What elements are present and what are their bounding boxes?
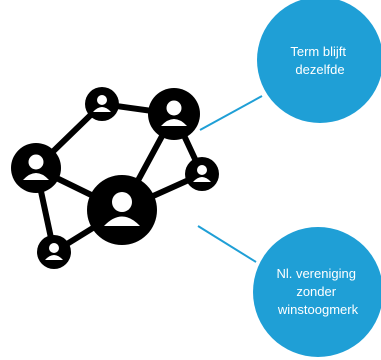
callout-connector-top	[199, 95, 263, 131]
callout-bubble-bottom: Nl. vereniging zonder winstoogmerk	[253, 227, 381, 357]
network-node-center	[87, 175, 157, 245]
callout-text-line: dezelfde	[295, 62, 344, 77]
callout-text-line: Nl. vereniging	[276, 266, 356, 281]
svg-text:Nl. vereniging zonder: Nl. vereniging zonder winstoogmerk	[276, 266, 359, 317]
callout-text-line: Term blijft	[290, 44, 346, 59]
callout-text-line: zonder	[296, 284, 336, 299]
network-node-top-right	[148, 88, 200, 140]
network-node-bottom-left	[37, 235, 71, 269]
callout-text-line: winstoogmerk	[277, 302, 359, 317]
network-node-left	[11, 143, 61, 193]
svg-text:Term blijft dezelfde: Term blijft dezelfde	[290, 44, 349, 77]
network-node-top	[85, 87, 119, 121]
callout-bubble-top: Term blijft dezelfde	[257, 0, 381, 123]
callout-connector-bottom	[197, 225, 257, 263]
people-network-icon	[11, 87, 219, 269]
network-node-right	[185, 157, 219, 191]
